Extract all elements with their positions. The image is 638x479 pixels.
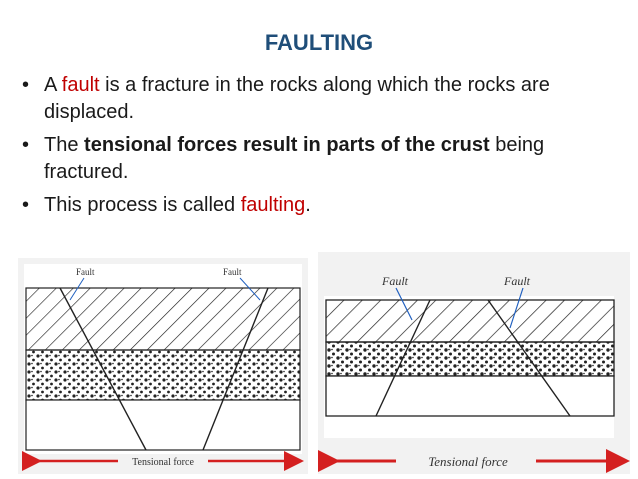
fault-pointer-2	[509, 287, 524, 329]
dotted-rock-layer	[325, 341, 615, 377]
bullet-marker: •	[22, 194, 30, 216]
hatched-rock-layer	[325, 299, 615, 343]
highlight-term: fault	[61, 74, 100, 96]
bullet-text-pre: This process is called	[44, 194, 241, 216]
highlight-term: faulting	[240, 194, 306, 216]
bold-phrase: tensional forces result in parts of the …	[84, 134, 490, 156]
fault-label-2: Fault	[223, 267, 242, 277]
bullet-marker: •	[22, 74, 30, 96]
bullet-text-post: .	[305, 194, 311, 216]
fault-diagram-right: Fault Fault Tensional force	[316, 252, 630, 474]
fault-pointer-1	[69, 277, 85, 301]
fault-line-2	[487, 299, 571, 417]
bullet-text-post: is a fracture in the rocks along which t…	[44, 74, 550, 123]
hatched-rock-layer	[25, 287, 301, 351]
fault-line-2	[202, 287, 269, 451]
force-label: Tensional force	[132, 457, 194, 468]
fault-label-1: Fault	[381, 274, 409, 288]
fault-line-1	[375, 299, 431, 417]
bullet-text-pre: A	[44, 74, 62, 96]
bullet-item: • A fault is a fracture in the rocks alo…	[22, 72, 622, 126]
page-title: FAULTING	[264, 30, 374, 55]
fault-diagram-left-svg: Fault Fault Tensional force	[18, 258, 308, 474]
bullet-text-pre: The	[44, 134, 85, 156]
dotted-rock-layer	[25, 349, 301, 401]
force-label: Tensional force	[428, 454, 508, 469]
plain-rock-layer	[25, 399, 301, 451]
bullet-text-post: being fractured.	[44, 134, 545, 183]
fault-label-2: Fault	[503, 274, 531, 288]
plain-rock-layer	[325, 375, 615, 417]
bullet-item: • This process is called faulting.	[22, 192, 622, 219]
fault-pointer-1	[395, 287, 413, 321]
fault-label-1: Fault	[76, 267, 95, 277]
bullet-item: • The tensional forces result in parts o…	[22, 132, 622, 186]
bullet-marker: •	[22, 134, 30, 156]
fault-diagram-left: Fault Fault Tensional force	[18, 258, 308, 474]
fault-pointer-2	[239, 277, 261, 301]
fault-diagram-right-svg: Fault Fault Tensional force	[316, 252, 630, 474]
fault-line-1	[59, 287, 147, 451]
bullet-list: • A fault is a fracture in the rocks alo…	[22, 72, 622, 225]
